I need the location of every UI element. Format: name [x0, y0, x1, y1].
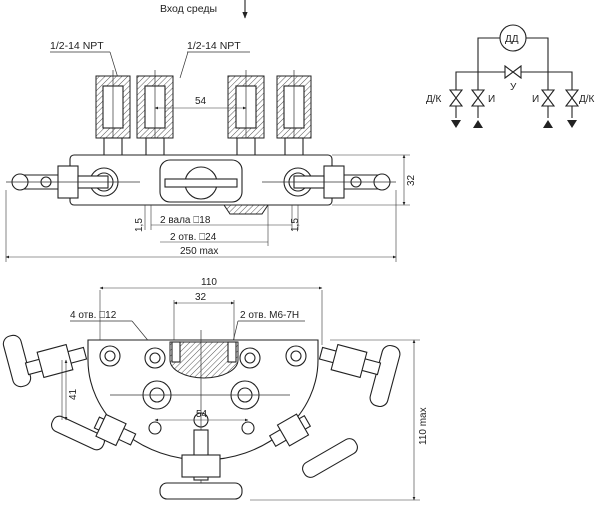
- bottom-outlet: [223, 204, 269, 215]
- valve-i-right-symbol: [540, 89, 556, 107]
- dim-overall: 250 max: [180, 246, 218, 257]
- bottom-view: 110 32 4 отв. ⎕12 2 отв. М6-7Н: [2, 277, 429, 501]
- valve-i-right-label: И: [532, 94, 539, 105]
- valve-u-symbol: [504, 64, 522, 80]
- dim-41: 41: [68, 388, 79, 400]
- thread-leader-right-d: [179, 51, 189, 79]
- handle-bottom-center: [159, 429, 243, 500]
- drain-arrow-left: [451, 120, 461, 128]
- handle-left-upper: [2, 334, 88, 388]
- valve-stem-right: [262, 165, 396, 199]
- handle-left-lower: [50, 413, 137, 451]
- port-4: [276, 70, 312, 157]
- inlet-arrow-right: [543, 120, 553, 128]
- valve-dk-right-label: Д/К: [579, 94, 595, 105]
- dim-54-top: 54: [195, 96, 207, 107]
- valve-i-left-symbol: [470, 89, 486, 107]
- dim-32: 32: [406, 174, 417, 186]
- inlet-label: Вход среды: [160, 3, 217, 15]
- valve-dk-left-symbol: [448, 89, 464, 107]
- schematic: ДД У Д/К И И Д/К: [426, 24, 595, 128]
- dim-32-bottom: 32: [195, 292, 207, 303]
- valve-dk-right-symbol: [564, 89, 580, 107]
- inlet-arrow-left: [473, 120, 483, 128]
- valve-dk-left-label: Д/К: [426, 94, 442, 105]
- dim-holes: 2 отв. ⎕24: [170, 232, 217, 243]
- top-view: Вход среды 1/2-14 NPT 1/2-14 NPT: [5, 0, 417, 262]
- dim-110: 110: [201, 277, 217, 288]
- dim-54-bottom: 54: [196, 409, 208, 420]
- handle-right-lower: [268, 413, 358, 478]
- sensor-label: ДД: [505, 34, 519, 45]
- valve-u-label: У: [510, 82, 517, 93]
- valve-stem-left: [6, 165, 140, 199]
- holes-label: 4 отв. ⎕12: [70, 310, 117, 321]
- drain-arrow-right: [567, 120, 577, 128]
- valve-i-left-label: И: [488, 94, 495, 105]
- port-2: [136, 70, 174, 157]
- thread-label-right: 1/2-14 NPT: [187, 40, 241, 52]
- thread-holes-label: 2 отв. М6-7Н: [240, 310, 299, 321]
- dim-shafts: 2 вала ⎕18: [160, 215, 211, 226]
- dim-1-5-left: 1,5: [134, 218, 145, 232]
- bottom-section-hatch: [169, 341, 239, 379]
- thread-leader-left-d: [109, 51, 119, 79]
- port-1: [95, 70, 131, 157]
- port-3: [227, 70, 265, 157]
- dim-1-5-right: 1,5: [290, 218, 301, 232]
- thread-label-left: 1/2-14 NPT: [50, 40, 104, 52]
- dim-height: 110 max: [418, 407, 429, 445]
- handle-right-upper: [318, 343, 401, 408]
